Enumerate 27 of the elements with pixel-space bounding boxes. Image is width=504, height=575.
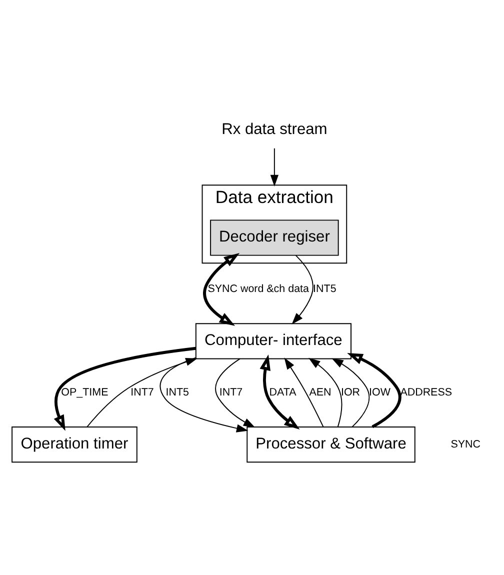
arrow [308,358,342,428]
edge-label: IOR [340,386,360,399]
edge-label: OP_TIME [61,386,108,399]
arrow [347,353,402,428]
edge-label: INT5 [166,386,189,399]
node-box: Computer- interface [195,323,352,360]
node-text: Rx data stream [222,121,328,138]
label: SYNC [450,438,481,450]
arrow [332,358,370,428]
edge-label: DATA [269,386,296,399]
arrow [203,253,240,326]
edge-label: ADDRESS [400,386,452,399]
edge-label: INT7 [219,386,243,399]
edge-label: AEN [309,386,332,399]
edge-label: INT7 [130,386,154,399]
node-box: Decoder regiser [210,220,339,256]
arrow [215,358,256,428]
arrow [270,148,279,187]
node-box: Processor & Software [246,426,416,463]
edge-label: INT5 [313,283,336,296]
arrow [284,358,324,428]
arrow [292,254,314,324]
arrow [260,354,300,430]
node-box: Operation timer [12,426,138,463]
arrow [54,346,196,431]
edge-label: IOW [369,386,390,399]
edge-label: SYNC word &ch data [208,283,309,296]
